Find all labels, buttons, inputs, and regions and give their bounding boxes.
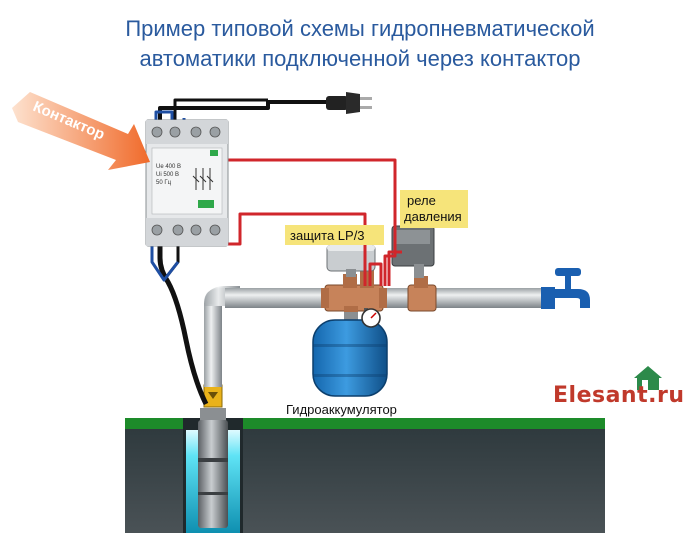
device-spec-line2: Ui 500 B [156, 172, 179, 178]
vertical-pipe [204, 303, 222, 387]
relay-label-line1: реле [407, 193, 436, 208]
pressure-relay-device [391, 225, 435, 278]
submersible-pump [198, 408, 228, 528]
power-plug-icon [326, 92, 372, 114]
relay-label-line2: давления [404, 209, 462, 224]
house-logo-icon [634, 366, 662, 390]
hydraulic-accumulator [312, 312, 388, 397]
relay-fitting [407, 276, 437, 312]
device-spec-line3: 50 Гц [156, 180, 172, 186]
protection-label-box [285, 225, 384, 245]
faucet-icon [541, 268, 590, 309]
brand-watermark: Elesant.ru [553, 383, 685, 408]
contactor-arrow [12, 92, 150, 170]
title-line-2: автоматики подключенной через контактор [139, 46, 581, 71]
protection-label: защита LP/3 [290, 228, 365, 243]
dry-run-protection-device [326, 244, 376, 277]
accumulator-label: Гидроаккумулятор [286, 402, 397, 417]
title-line-1: Пример типовой схемы гидропневматической [125, 16, 595, 41]
relay-label-box [400, 190, 468, 228]
manometer-icon [361, 308, 381, 328]
check-valve [203, 384, 223, 408]
page-title: Пример типовой схемы гидропневматической… [60, 14, 660, 74]
contactor-device [145, 119, 229, 247]
device-spec-line1: Ue 400 B [156, 164, 181, 170]
